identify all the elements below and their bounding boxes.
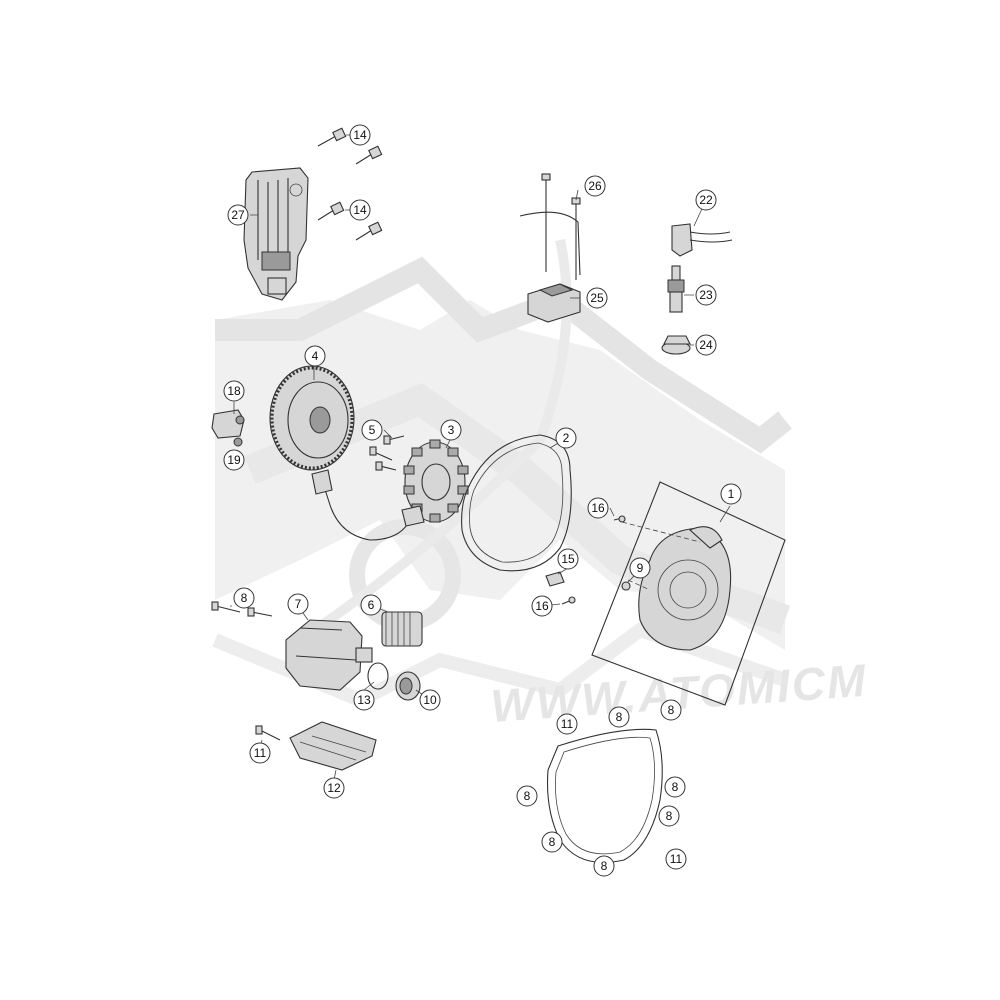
svg-text:16: 16: [535, 599, 549, 613]
sensor-part-18: [211, 409, 245, 447]
callout-25: 25: [586, 287, 608, 309]
callout-5: 5: [361, 419, 383, 441]
svg-text:7: 7: [295, 597, 302, 611]
starter-motor-part-7: [285, 619, 373, 691]
callout-8: 8: [516, 785, 538, 807]
callout-23: 23: [695, 284, 717, 306]
ignition-coil-part-25: [519, 173, 581, 323]
svg-text:8: 8: [668, 703, 675, 717]
cover-part-1: [591, 481, 786, 706]
svg-text:4: 4: [312, 349, 319, 363]
callouts: 14 14 27 26 25 22 23 24 4 18 19 5 3 2 1 …: [223, 124, 742, 877]
svg-text:2: 2: [563, 431, 570, 445]
callout-8: 8: [593, 855, 615, 877]
svg-text:8: 8: [601, 859, 608, 873]
svg-text:8: 8: [549, 835, 556, 849]
callout-7: 7: [287, 593, 309, 615]
callout-8: 8: [608, 706, 630, 728]
callout-8: 8: [658, 805, 680, 827]
svg-text:10: 10: [423, 693, 437, 707]
svg-text:14: 14: [353, 128, 367, 142]
bolt-part-11: [255, 725, 281, 741]
gasket-part-2: [461, 434, 572, 572]
svg-text:24: 24: [699, 338, 713, 352]
callout-11: 11: [556, 713, 578, 735]
svg-text:27: 27: [231, 208, 245, 222]
svg-text:5: 5: [369, 423, 376, 437]
callout-8: 8: [233, 587, 255, 609]
callout-8: 8: [541, 831, 563, 853]
svg-text:9: 9: [637, 561, 644, 575]
svg-text:8: 8: [241, 591, 248, 605]
svg-text:8: 8: [524, 789, 531, 803]
screws-part-14: [317, 127, 383, 241]
washer-part-24: [661, 335, 691, 355]
callout-10: 10: [419, 689, 441, 711]
svg-text:23: 23: [699, 288, 713, 302]
callout-19: 19: [223, 449, 245, 471]
svg-text:11: 11: [254, 746, 267, 760]
flywheel-part-4: [269, 365, 355, 471]
callout-11: 11: [249, 742, 271, 764]
svg-text:14: 14: [353, 203, 367, 217]
callout-9: 9: [629, 557, 651, 579]
callout-2: 2: [555, 427, 577, 449]
spark-plug-part-23: [667, 265, 685, 313]
svg-text:26: 26: [588, 179, 602, 193]
bolts-part-8: [211, 601, 273, 617]
svg-text:8: 8: [666, 809, 673, 823]
guard-plate-part-12: [289, 721, 377, 771]
svg-text:13: 13: [357, 693, 371, 707]
svg-text:11: 11: [670, 852, 683, 866]
svg-text:16: 16: [591, 501, 605, 515]
callout-16: 16: [587, 497, 609, 519]
starter-gear-part-6: [381, 611, 423, 647]
svg-text:25: 25: [590, 291, 604, 305]
svg-text:22: 22: [699, 193, 713, 207]
callout-1: 1: [720, 483, 742, 505]
svg-text:15: 15: [561, 552, 575, 566]
svg-text:19: 19: [227, 453, 241, 467]
svg-text:11: 11: [561, 717, 574, 731]
svg-text:3: 3: [448, 423, 455, 437]
callout-27: 27: [227, 204, 249, 226]
svg-text:1: 1: [728, 487, 735, 501]
callout-6: 6: [360, 594, 382, 616]
cover-gasket: [547, 728, 663, 864]
callout-22: 22: [695, 189, 717, 211]
svg-text:6: 6: [368, 598, 375, 612]
callout-26: 26: [584, 175, 606, 197]
callout-16: 16: [531, 595, 553, 617]
callout-24: 24: [695, 334, 717, 356]
svg-text:8: 8: [672, 780, 679, 794]
watermark-url: WWW.ATOMICM: [489, 654, 869, 732]
o-ring-part-13: [367, 662, 389, 690]
bushing-part-10: [395, 671, 421, 701]
stator-part-3: [311, 439, 469, 541]
callout-8: 8: [664, 776, 686, 798]
callout-3: 3: [440, 419, 462, 441]
callout-14: 14: [349, 199, 371, 221]
callout-14: 14: [349, 124, 371, 146]
callout-8: 8: [660, 699, 682, 721]
callout-4: 4: [304, 345, 326, 367]
callout-15: 15: [557, 548, 579, 570]
bolts-part-5: [369, 435, 405, 471]
svg-text:12: 12: [327, 781, 341, 795]
callout-18: 18: [223, 380, 245, 402]
spark-plug-cap-part-22: [671, 223, 733, 257]
svg-text:8: 8: [616, 710, 623, 724]
small-parts-9-15-16: [545, 515, 631, 605]
callout-12: 12: [323, 777, 345, 799]
control-unit-part-27: [243, 167, 309, 301]
svg-text:18: 18: [227, 384, 241, 398]
callout-11: 11: [665, 848, 687, 870]
callout-13: 13: [353, 689, 375, 711]
